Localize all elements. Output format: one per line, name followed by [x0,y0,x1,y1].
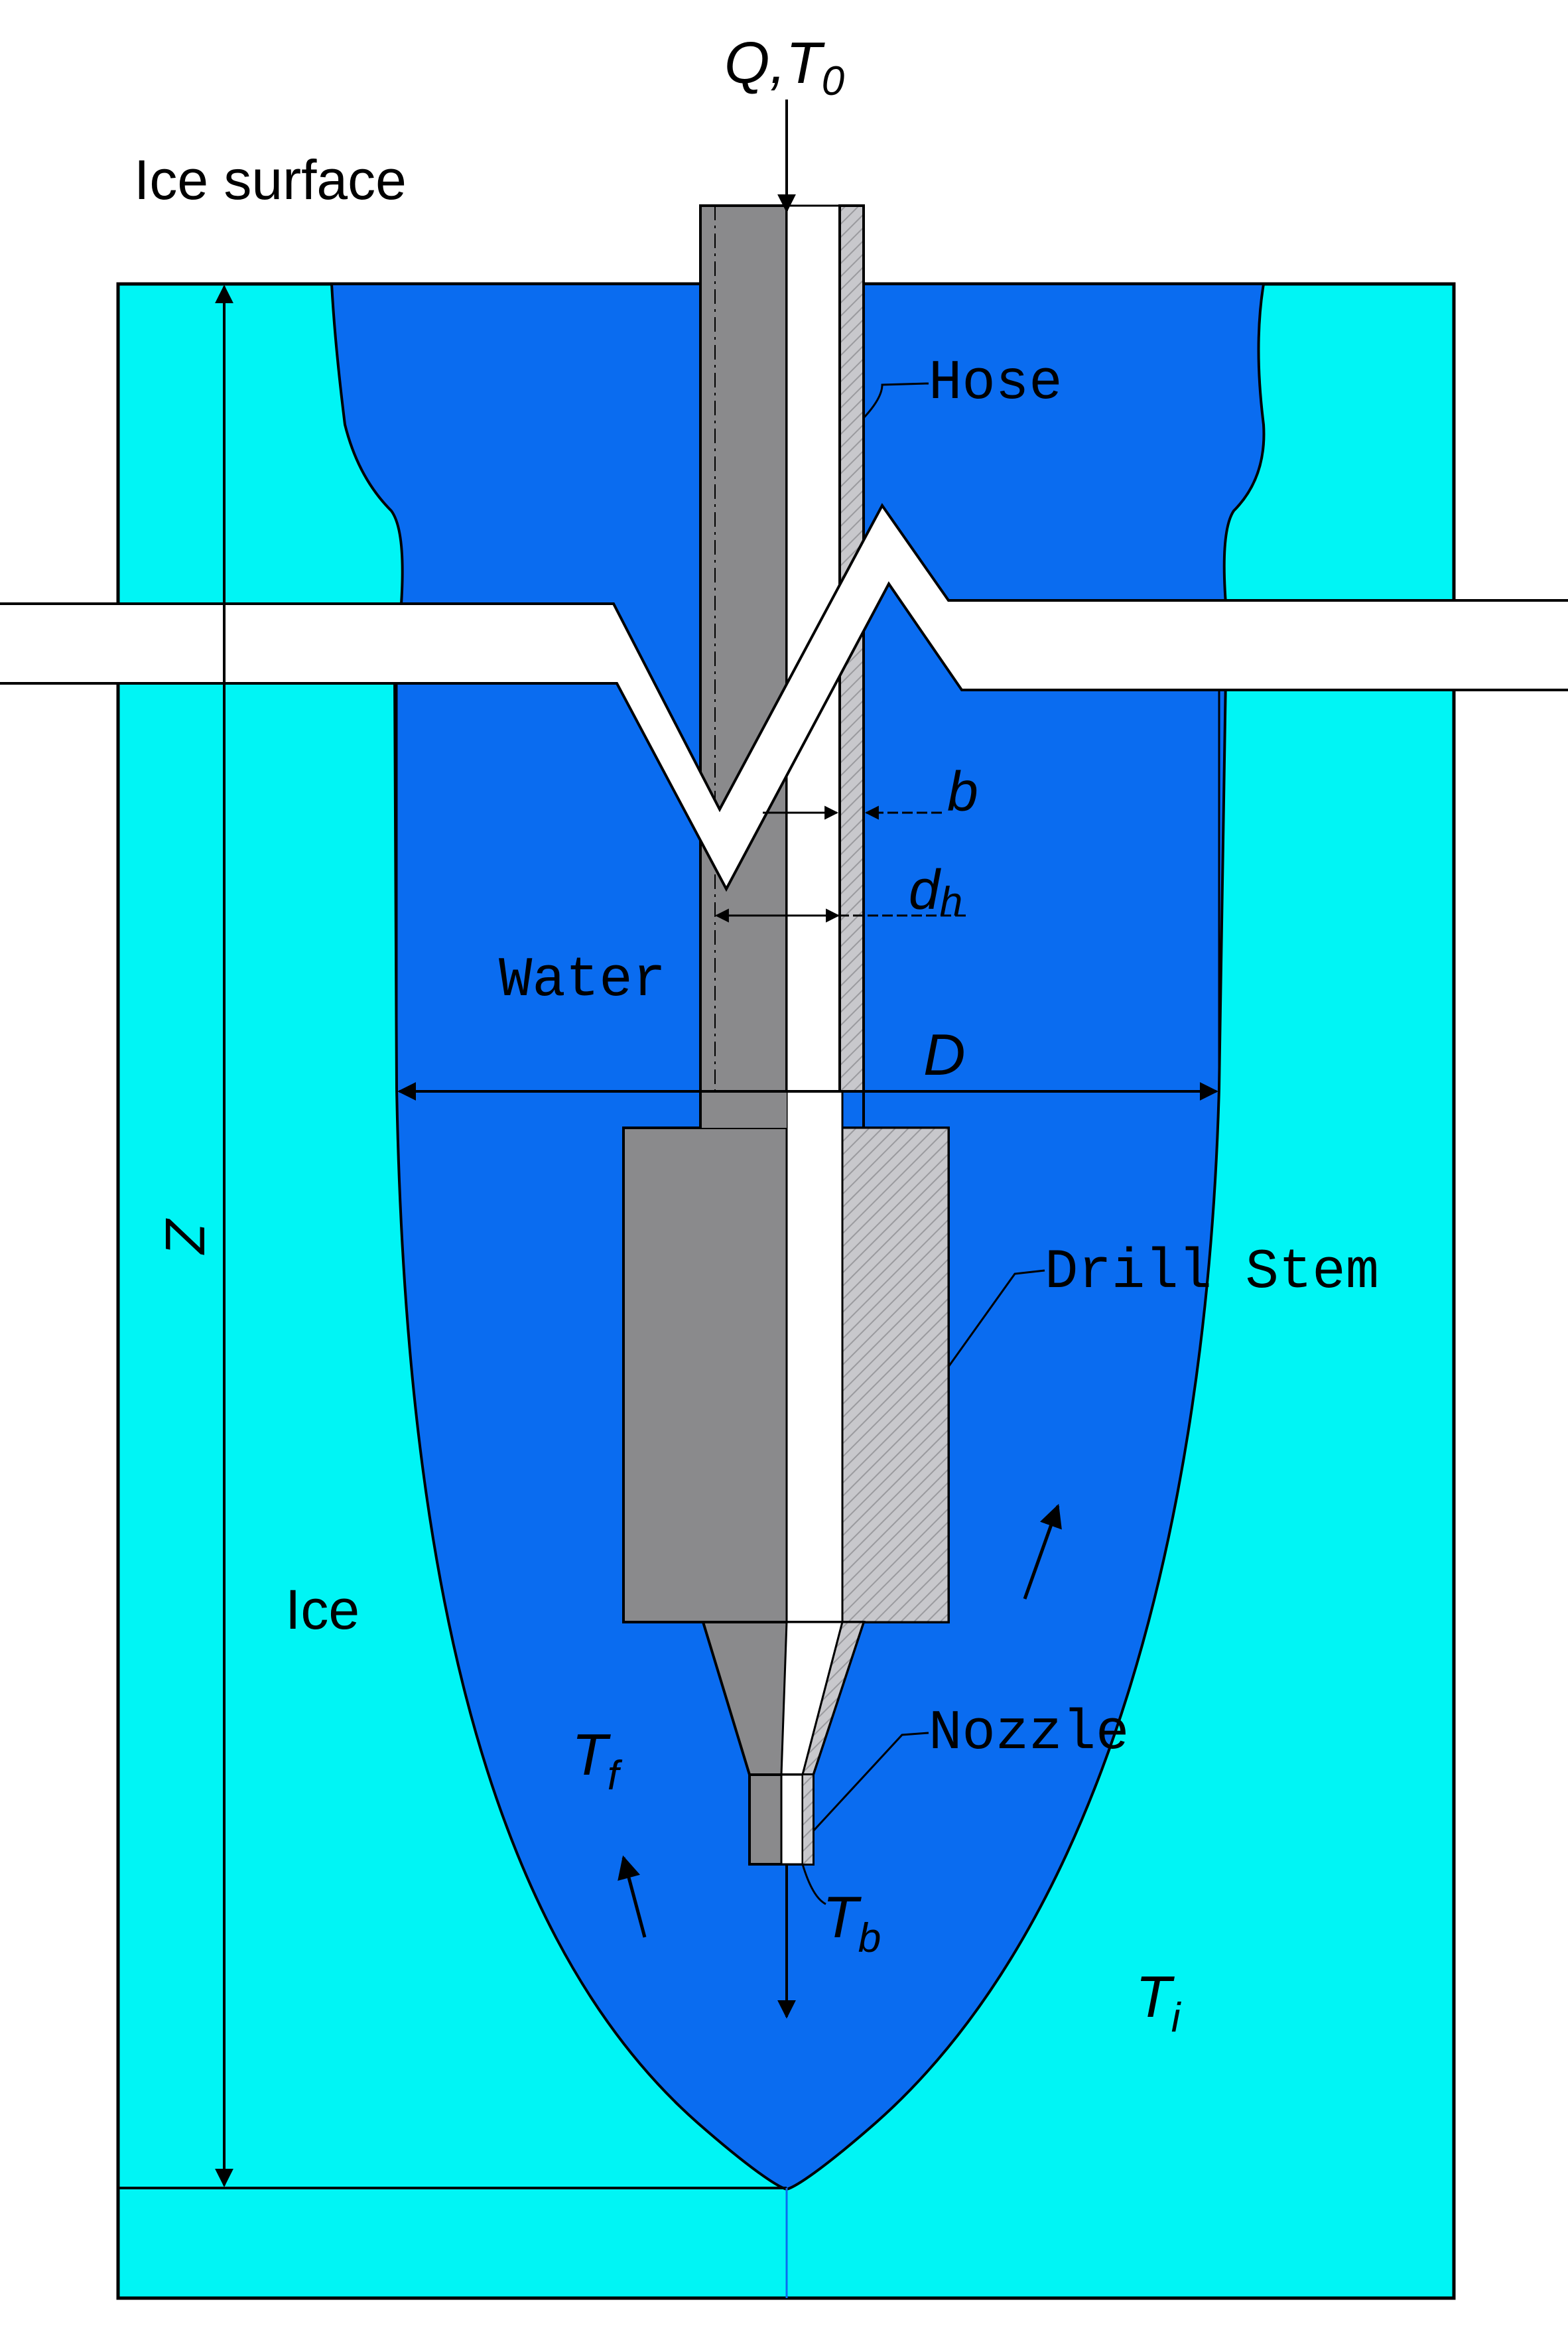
ice-label: Ice [285,1578,359,1641]
b-label: b [947,760,978,823]
flow-arrow-left [618,1855,647,1938]
drill-stem-hatch [841,1127,950,1623]
tf-label: Tf [572,1722,623,1799]
stem-leader [947,1269,1045,1367]
ice-surface-label: Ice surface [134,149,407,211]
break-line-top [0,503,1568,813]
tb-leader [801,1864,826,1905]
hose-leader [862,382,929,419]
hose-label: Hose [929,352,1063,415]
d-label: D [923,1022,966,1087]
z-label: Z [154,1218,216,1255]
nozzle-tip-bore [780,1773,804,1866]
stem-neck-fill [702,1091,787,1128]
drill-stem-bore [785,1090,844,1623]
nozzle-leader [812,1732,929,1832]
break-line-bottom [0,581,1568,892]
inflow-label: Q,T0 [724,30,844,104]
drill-stem-label: Drill Stem [1045,1241,1379,1304]
water-label: Water [499,949,666,1012]
flow-arrow-right [1023,1503,1062,1600]
hose-wall-left [699,204,788,1093]
dh-label: dh [909,858,962,925]
ti-label: Ti [1136,1964,1182,2041]
nozzle-tip-hatch [802,1774,814,1865]
tb-label: Tb [822,1884,881,1961]
nozzle-label: Nozzle [929,1702,1129,1765]
